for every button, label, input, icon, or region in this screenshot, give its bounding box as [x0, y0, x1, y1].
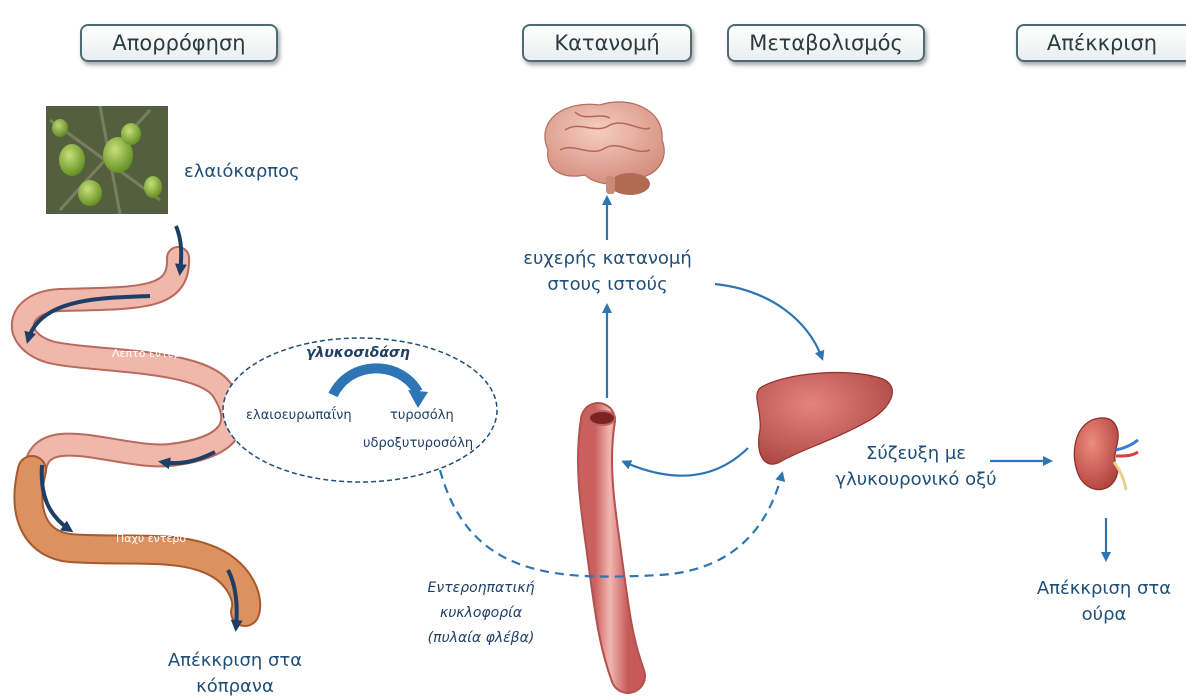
- olive-fruit-label: ελαιόκαρπος: [184, 159, 300, 185]
- arrow-distribution-to-liver: [715, 284, 822, 358]
- stage-distribution-box: Κατανομή: [522, 24, 692, 62]
- large-intestine-label: Παχύ έντερο: [116, 532, 186, 545]
- oleuropein-label: ελαιοευρωπαΐνη: [246, 408, 352, 423]
- kidney-icon: [1074, 418, 1138, 490]
- fecal-excretion-line-2: κόπρανα: [160, 674, 310, 700]
- fecal-excretion-line-1: Απέκκριση στα: [160, 648, 310, 674]
- hydroxytyrosol-label: υδροξυτυροσόλη: [363, 436, 473, 451]
- enterohepatic-line-2: κυκλοφορία: [410, 601, 552, 626]
- stage-excretion-box: Απέκκριση: [1016, 24, 1186, 62]
- urine-excretion-label: Απέκκριση στα ούρα: [1026, 576, 1182, 628]
- fecal-excretion-label: Απέκκριση στα κόπρανα: [160, 648, 310, 700]
- tissue-distribution-line-2: στους ιστούς: [500, 272, 715, 298]
- portal-vein-label: (πυλαία φλέβα): [410, 626, 552, 651]
- enterohepatic-line-1: Εντεροηπατική: [410, 576, 552, 601]
- brain-icon: [545, 102, 664, 195]
- enterohepatic-label: Εντεροηπατική κυκλοφορία (πυλαία φλέβα): [410, 576, 552, 651]
- conjugation-label: Σύζευξη με γλυκουρονικό οξύ: [826, 441, 1006, 493]
- arrow-liver-to-vein: [624, 448, 748, 476]
- conjugation-line-1: Σύζευξη με: [826, 441, 1006, 467]
- stage-metabolism-box: Μεταβολισμός: [727, 24, 925, 62]
- urine-excretion-line-1: Απέκκριση στα: [1026, 576, 1182, 602]
- tissue-distribution-label: ευχερής κατανομή στους ιστούς: [500, 246, 715, 298]
- tissue-distribution-line-1: ευχερής κατανομή: [500, 246, 715, 272]
- small-intestine-label: Λεπτό έντερο: [112, 347, 187, 360]
- conjugation-line-2: γλυκουρονικό οξύ: [826, 467, 1006, 493]
- tyrosol-label: τυροσόλη: [390, 408, 454, 423]
- olive-fruit-image: [46, 106, 168, 214]
- stage-absorption-box: Απορρόφηση: [80, 24, 278, 62]
- urine-excretion-line-2: ούρα: [1026, 602, 1182, 628]
- glucosidase-label: γλυκοσιδάση: [306, 345, 410, 361]
